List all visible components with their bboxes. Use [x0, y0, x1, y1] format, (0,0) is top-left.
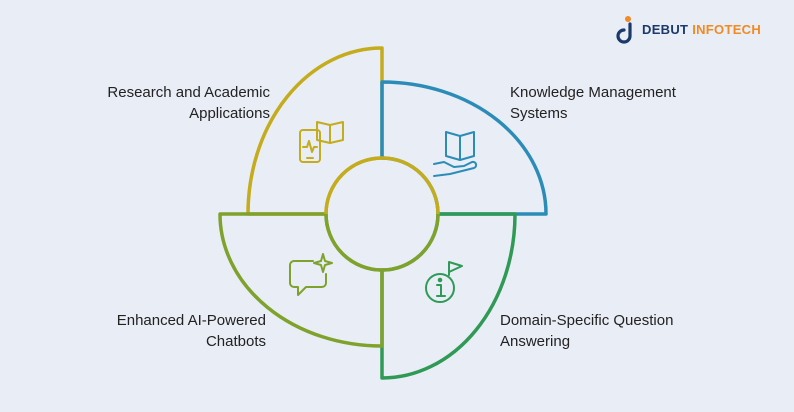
- label-research-line2: Applications: [189, 105, 270, 122]
- label-research: Research and Academic Applications: [40, 82, 270, 124]
- brand-name-part1: DEBUT: [642, 21, 689, 37]
- chat-sparkle-icon: [289, 253, 333, 296]
- label-knowledge: Knowledge Management Systems: [510, 82, 750, 124]
- center-circle-top: [324, 156, 440, 215]
- label-research-line1: Research and Academic: [107, 84, 270, 101]
- label-domain-line2: Answering: [500, 333, 571, 350]
- label-knowledge-line2: Systems: [510, 105, 568, 122]
- label-knowledge-line1: Knowledge Management: [510, 84, 676, 101]
- segment-domain: [380, 212, 517, 380]
- hand-book-icon: [433, 131, 478, 177]
- label-chatbots-line2: Chatbots: [205, 333, 266, 350]
- label-chatbots: Enhanced AI-Powered Chatbots: [30, 310, 266, 352]
- brand-logo: DEBUT INFOTECH: [616, 14, 761, 44]
- brand-name: DEBUT INFOTECH: [642, 22, 761, 37]
- label-domain-line1: Domain-Specific Question: [500, 312, 674, 329]
- tablet-book-icon: [299, 121, 344, 163]
- label-chatbots-line1: Enhanced AI-Powered: [116, 312, 266, 329]
- brand-name-part2: INFOTECH: [692, 21, 762, 37]
- logo-mark-icon: [616, 16, 632, 44]
- center-circle-bottom: [324, 213, 440, 272]
- info-flag-icon: [425, 261, 463, 303]
- label-domain: Domain-Specific Question Answering: [500, 310, 760, 352]
